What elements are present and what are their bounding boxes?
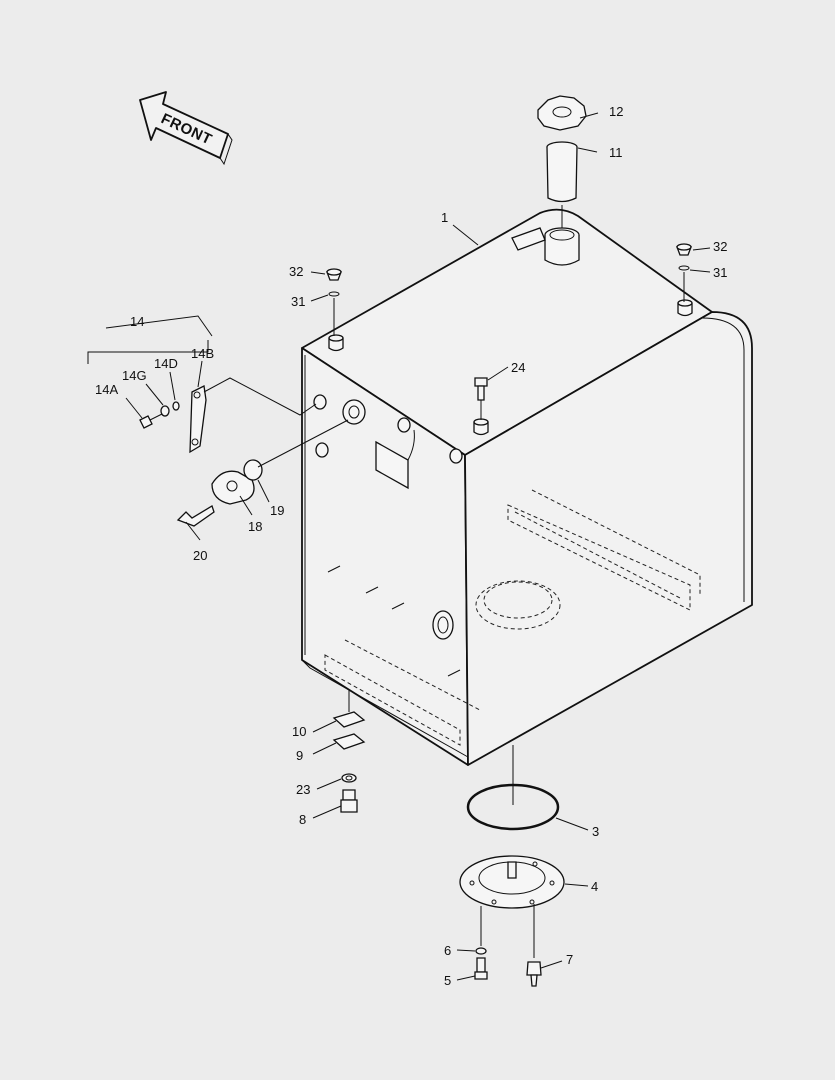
- callout-12: 12: [609, 104, 623, 119]
- callout-8: 8: [299, 812, 306, 827]
- callout-3: 3: [592, 824, 599, 839]
- callout-20: 20: [193, 548, 207, 563]
- callout-4: 4: [591, 879, 598, 894]
- strainer: [546, 141, 578, 228]
- level-gauge-assembly: [139, 377, 317, 454]
- suction-cover: [176, 419, 349, 527]
- callout-24: 24: [511, 360, 525, 375]
- callout-14d: 14D: [154, 356, 178, 371]
- callout-19: 19: [270, 503, 284, 518]
- callout-23: 23: [296, 782, 310, 797]
- callout-5: 5: [444, 973, 451, 988]
- callout-31-right: 31: [713, 265, 727, 280]
- breather-left: [326, 268, 342, 336]
- callout-14g: 14G: [122, 368, 147, 383]
- mounting-hardware: [332, 690, 366, 813]
- callout-14b: 14B: [191, 346, 214, 361]
- callout-32-right: 32: [713, 239, 727, 254]
- front-arrow-icon: FRONT: [139, 91, 233, 166]
- callout-31-left: 31: [291, 294, 305, 309]
- callout-10: 10: [292, 724, 306, 739]
- callout-1: 1: [441, 210, 448, 225]
- bottom-cover-plate: [459, 855, 565, 958]
- o-ring-3: [466, 745, 560, 831]
- filter-cap: [537, 95, 587, 131]
- hydraulic-tank: [301, 208, 753, 766]
- callout-7: 7: [566, 952, 573, 967]
- bolt-24: [474, 377, 488, 420]
- callout-32-left: 32: [289, 264, 303, 279]
- breather-right: [676, 243, 692, 302]
- callout-14: 14: [130, 314, 144, 329]
- drain-hardware: [474, 947, 542, 987]
- callout-6: 6: [444, 943, 451, 958]
- callout-14a: 14A: [95, 382, 118, 397]
- leader-lines: [87, 112, 711, 981]
- callout-9: 9: [296, 748, 303, 763]
- callout-labels: 1 12 11 32 31 32 31 24 14 14B 14D 14G 14…: [95, 104, 727, 988]
- callout-18: 18: [248, 519, 262, 534]
- callout-11: 11: [609, 145, 623, 160]
